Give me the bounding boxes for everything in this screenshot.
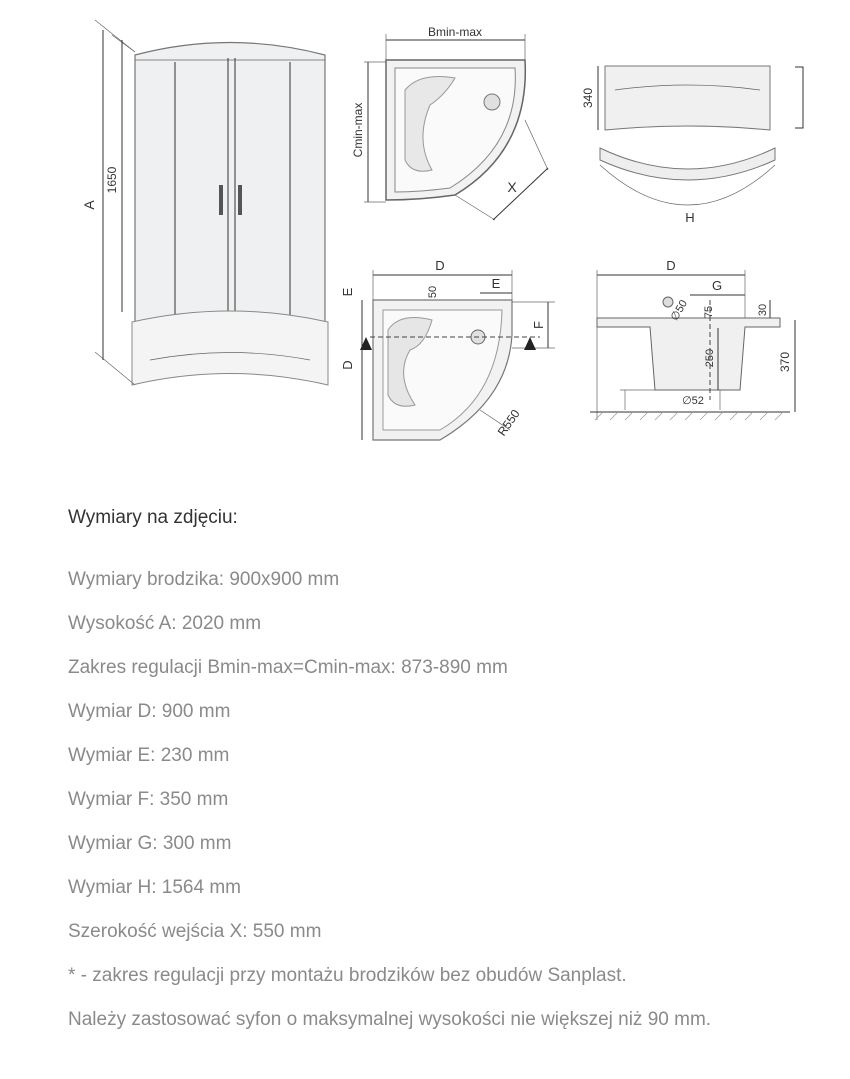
label-d-top: D bbox=[435, 258, 444, 273]
label-e-side: E bbox=[340, 287, 355, 296]
label-x: X bbox=[507, 179, 517, 195]
specs-heading: Wymiary na zdjęciu: bbox=[68, 507, 238, 528]
spec-adjustment-range: Zakres regulacji Bmin-max=Cmin-max: 873-… bbox=[68, 657, 508, 678]
label-phi52: ∅52 bbox=[682, 395, 704, 407]
label-340: 340 bbox=[581, 88, 595, 108]
label-d-section: D bbox=[666, 258, 675, 273]
label-50: 50 bbox=[427, 286, 439, 298]
spec-dimension-e: Wymiar E: 230 mm bbox=[68, 745, 230, 766]
label-370: 370 bbox=[778, 352, 792, 372]
label-h: H bbox=[685, 210, 694, 225]
label-f: F bbox=[531, 321, 546, 329]
tray-section-view: D G ∅50 75 30 250 370 ∅52 bbox=[590, 258, 796, 421]
label-d-side: D bbox=[340, 360, 355, 369]
spec-dimension-f: Wymiar F: 350 mm bbox=[68, 789, 229, 810]
spec-dimension-h: Wymiar H: 1564 mm bbox=[68, 877, 241, 898]
cabin-front-view: A 1650 bbox=[81, 19, 329, 386]
spec-height-a: Wysokość A: 2020 mm bbox=[68, 613, 262, 634]
label-1650: 1650 bbox=[105, 166, 119, 193]
technical-drawing: A 1650 Bmin-max Cmin-max X 340 H bbox=[81, 19, 804, 441]
label-75: 75 bbox=[703, 306, 715, 318]
arc-view: H bbox=[599, 147, 776, 225]
label-bminmax: Bmin-max bbox=[428, 25, 482, 39]
spec-note-siphon: Należy zastosować syfon o maksymalnej wy… bbox=[68, 1009, 712, 1030]
spec-entrance-width-x: Szerokość wejścia X: 550 mm bbox=[68, 921, 322, 942]
spec-dimension-g: Wymiar G: 300 mm bbox=[68, 833, 232, 854]
label-cminmax: Cmin-max bbox=[351, 103, 365, 158]
label-30: 30 bbox=[757, 304, 769, 316]
specs-section: Wymiary na zdjęciu: Wymiary brodzika: 90… bbox=[68, 505, 828, 1042]
label-250: 250 bbox=[704, 349, 716, 367]
spec-note-adjustment: * - zakres regulacji przy montażu brodzi… bbox=[68, 965, 627, 986]
tray-top-view: D E 50 D E F R550 bbox=[340, 258, 555, 441]
spec-dimension-d: Wymiar D: 900 mm bbox=[68, 701, 231, 722]
label-e-top: E bbox=[492, 276, 501, 291]
spec-tray-dimensions: Wymiary brodzika: 900x900 mm bbox=[68, 569, 340, 590]
label-g: G bbox=[712, 278, 722, 293]
tray-front-view: 340 bbox=[581, 65, 804, 131]
label-a: A bbox=[81, 200, 97, 210]
cabin-top-view: Bmin-max Cmin-max X bbox=[351, 25, 549, 221]
